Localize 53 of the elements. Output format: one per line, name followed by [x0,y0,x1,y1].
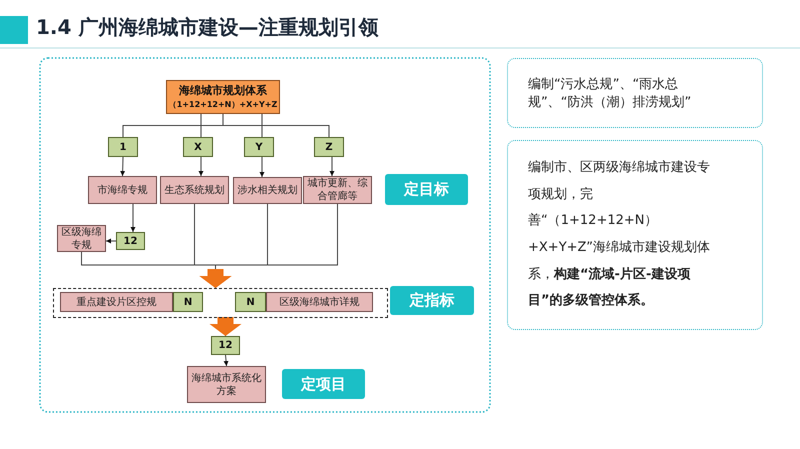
connector-line [330,156,334,176]
box-label: 涉水相关规划 [238,184,298,197]
box-label: N [184,296,192,308]
connector-line [198,156,204,176]
connector-line [106,238,116,244]
box-label: 海绵城市规划体系 [179,84,267,99]
box-label: 海绵城市系统化方案 [190,372,262,398]
code-box [314,137,344,157]
system-box [166,80,280,114]
stage-badge: 定目标 [385,174,468,205]
note-card [507,58,763,128]
box-label: X [194,142,202,152]
connector-line [120,156,126,176]
box-label: （1+12+12+N）+X+Y+Z [168,99,278,110]
code-box [244,137,274,157]
box-label: 12 [124,236,138,246]
connector-line [222,114,330,138]
plan-box [187,366,266,403]
code-box [116,232,145,250]
code-box [183,137,213,157]
connector-line [210,317,242,336]
note-text: 编制市、区两级海绵城市建设专项规划，完善“（1+12+12+N）+X+Y+Z”海绵城市建设规划体系，构建“流域-片区-建设项目”的多级管控体系。 [528,159,711,310]
plan-box [160,176,229,204]
code-box [108,137,138,157]
box-label: 区级海绵城市详规 [280,296,360,308]
box-label: 12 [218,340,232,351]
box-label: Z [325,142,333,152]
box-label: 区级海绵专规 [60,226,102,252]
box-label: 重点建设片区控规 [76,296,156,308]
connector-line [130,204,136,232]
plan-box [60,292,173,312]
connector-line [224,354,229,366]
plan-box [266,292,373,312]
connector-line [260,156,264,178]
connector-line [200,114,202,138]
box-label: 生态系统规划 [164,184,224,196]
note-card [507,140,763,330]
dashed-group-box [53,288,388,318]
box-label: 1 [120,142,126,152]
stage-badge: 定项目 [282,369,365,399]
plan-box [88,176,157,204]
box-label: N [246,296,255,308]
code-box [211,336,240,355]
code-box [173,292,203,312]
box-label: 市海绵专规 [98,184,148,196]
stage-badge: 定指标 [390,286,474,315]
plan-box [233,177,302,204]
box-label: 城市更新、综合管廊等 [306,177,368,203]
note-text: 编制“污水总规”、“雨水总规”、“防洪（潮）排涝规划” [528,76,692,111]
page-title: 1.4 广州海绵城市建设—注重规划引领 [36,14,378,41]
code-box [235,292,266,312]
connector-line [200,204,338,288]
box-label: Y [255,142,263,152]
